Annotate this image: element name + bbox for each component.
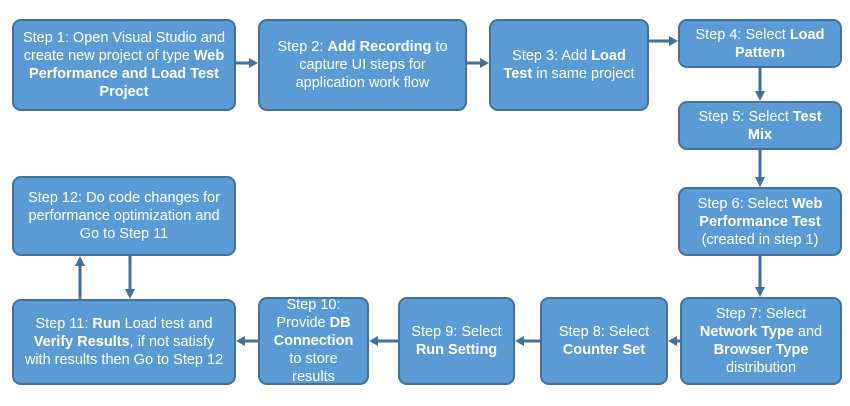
arrow-step2-to-step3 xyxy=(467,58,489,68)
arrow-step6-to-step7 xyxy=(755,256,765,297)
arrow-step1-to-step2 xyxy=(236,58,258,68)
step-11-box: Step 11: Run Load test and Verify Result… xyxy=(12,299,236,385)
step-text-segment: , if not satisfy with results then Go to… xyxy=(24,334,224,368)
step-text-segment: Web Performance Test xyxy=(699,195,823,230)
step-10-text: Step 10: Provide DB Connection to store … xyxy=(266,296,361,386)
step-6-text: Step 6: Select Web Performance Test (cre… xyxy=(686,195,834,249)
step-7-box: Step 7: Select Network Type and Browser … xyxy=(680,297,842,385)
step-text-segment: Step 3: Add xyxy=(512,48,592,64)
step-8-box: Step 8: Select Counter Set xyxy=(540,297,668,385)
step-text-segment: DB Connection xyxy=(273,315,354,349)
step-12-box: Step 12: Do code changes for performance… xyxy=(12,176,236,256)
step-text-segment: Test Mix xyxy=(747,108,822,143)
step-text-segment: Load Test xyxy=(503,48,626,82)
step-10-box: Step 10: Provide DB Connection to store … xyxy=(258,297,369,385)
arrow-step4-to-step5 xyxy=(755,68,765,101)
step-text-segment: in same project xyxy=(532,66,635,82)
step-3-text: Step 3: Add Load Test in same project xyxy=(497,47,641,83)
step-text-segment: Step 5: Select xyxy=(698,108,793,125)
step-text-segment: Step 8: Select xyxy=(558,324,650,340)
arrow-step3-to-step4 xyxy=(649,36,678,46)
step-text-segment: Step 11: xyxy=(35,316,93,332)
step-5-box: Step 5: Select Test Mix xyxy=(678,101,842,150)
step-text-segment: Step 7: Select xyxy=(715,306,807,322)
step-text-segment: Step 9: Select xyxy=(411,324,502,340)
step-3-box: Step 3: Add Load Test in same project xyxy=(489,19,649,111)
step-text-segment: Network Type xyxy=(699,324,794,340)
arrow-step9-to-step10 xyxy=(369,336,398,346)
step-text-segment: Load Pattern xyxy=(735,26,825,61)
step-6-box: Step 6: Select Web Performance Test (cre… xyxy=(678,187,842,256)
step-text-segment: Run xyxy=(92,316,121,332)
step-text-segment: Step 12: Do code changes for performance… xyxy=(28,190,220,242)
step-text-segment: Step 1: Open Visual Studio and create ne… xyxy=(22,30,226,64)
step-9-box: Step 9: Select Run Setting xyxy=(398,297,515,385)
step-11-text: Step 11: Run Load test and Verify Result… xyxy=(20,315,228,369)
step-text-segment: Load test and xyxy=(120,316,213,332)
step-text-segment: distribution xyxy=(725,360,797,376)
step-text-segment: Run Setting xyxy=(415,342,498,358)
step-text-segment: Counter Set xyxy=(562,342,646,358)
arrow-step12-to-step11 xyxy=(125,256,135,299)
arrow-step10-to-step11 xyxy=(236,336,258,346)
step-12-text: Step 12: Do code changes for performance… xyxy=(20,189,228,243)
step-8-text: Step 8: Select Counter Set xyxy=(548,323,660,359)
step-text-segment: Step 6: Select xyxy=(697,195,792,212)
step-4-box: Step 4: Select Load Pattern xyxy=(678,19,842,68)
step-text-segment: Step 10: Provide xyxy=(276,297,341,331)
arrow-step5-to-step6 xyxy=(755,150,765,187)
step-9-text: Step 9: Select Run Setting xyxy=(406,323,507,359)
arrow-step8-to-step9 xyxy=(515,336,540,346)
step-text-segment: Add Recording xyxy=(327,39,432,55)
step-text-segment: Step 2: xyxy=(277,39,328,55)
step-text-segment: and xyxy=(793,324,823,340)
step-text-segment: Web Performance and Load Test Project xyxy=(29,48,225,100)
step-1-box: Step 1: Open Visual Studio and create ne… xyxy=(12,19,236,111)
step-text-segment: (created in step 1) xyxy=(701,231,819,248)
step-7-text: Step 7: Select Network Type and Browser … xyxy=(688,305,834,377)
arrow-step7-to-step8 xyxy=(668,336,680,346)
step-1-text: Step 1: Open Visual Studio and create ne… xyxy=(20,29,228,101)
step-5-text: Step 5: Select Test Mix xyxy=(686,108,834,144)
arrow-step11-to-step12 xyxy=(75,256,85,299)
step-text-segment: to capture UI steps for application work… xyxy=(295,39,448,91)
step-text-segment: Step 4: Select xyxy=(695,26,790,43)
step-text-segment: Verify Results xyxy=(33,334,130,350)
step-text-segment: Browser Type xyxy=(713,342,809,358)
step-text-segment: to store results xyxy=(289,351,338,385)
step-2-box: Step 2: Add Recording to capture UI step… xyxy=(258,19,467,111)
step-2-text: Step 2: Add Recording to capture UI step… xyxy=(266,38,459,92)
step-4-text: Step 4: Select Load Pattern xyxy=(686,26,834,62)
